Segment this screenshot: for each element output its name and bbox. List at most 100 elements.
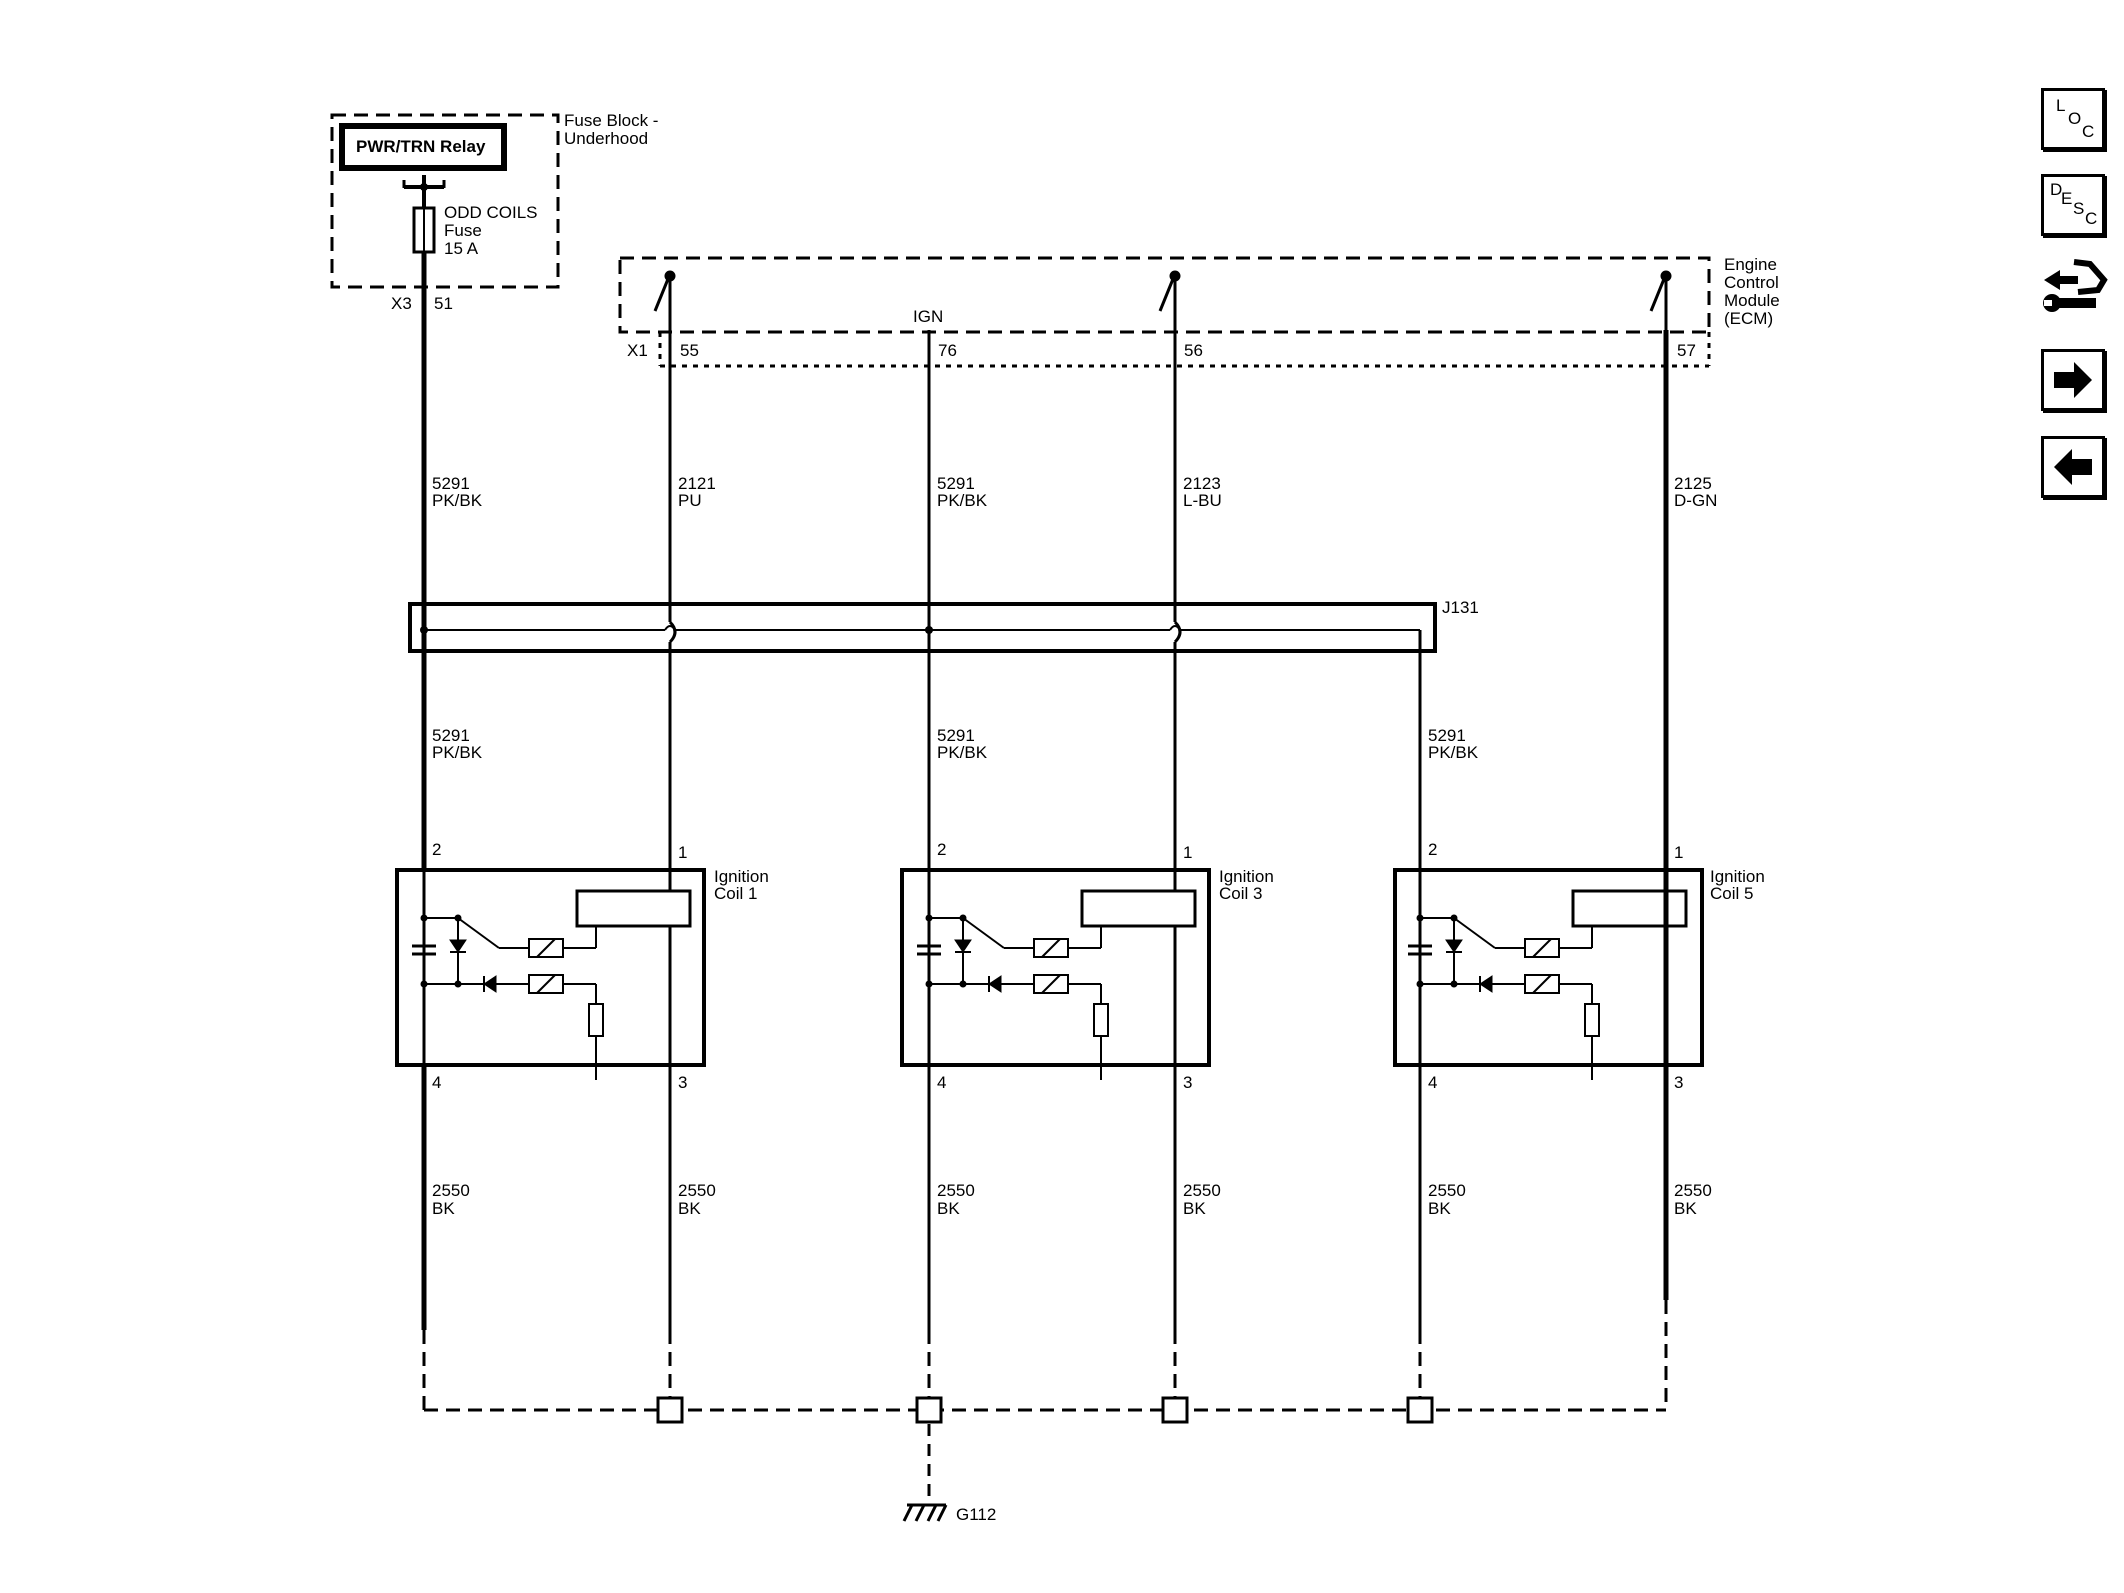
coil-pin: 3 bbox=[1674, 1073, 1683, 1092]
wire-color: L-BU bbox=[1183, 491, 1222, 510]
ecm-pin-57: 57 bbox=[1677, 341, 1696, 360]
wire-color: BK bbox=[937, 1199, 960, 1218]
coil-pin: 4 bbox=[1428, 1073, 1437, 1092]
coil-pin: 3 bbox=[678, 1073, 687, 1092]
wire-circuit: 2123 bbox=[1183, 474, 1221, 493]
arrow-left-icon bbox=[2054, 449, 2092, 485]
coil-pin: 1 bbox=[678, 843, 687, 862]
coil-pin: 1 bbox=[1183, 843, 1192, 862]
ecm-pin-76: 76 bbox=[938, 341, 957, 360]
coil-pin: 2 bbox=[1428, 840, 1437, 859]
ecm-title-2: Control bbox=[1724, 273, 1779, 292]
fuse-block-outline bbox=[330, 113, 560, 289]
wire-circuit: 5291 bbox=[432, 726, 470, 745]
desc-letter-d: D bbox=[2050, 180, 2063, 199]
fuse-name: ODD COILS bbox=[444, 203, 538, 222]
wire-color: BK bbox=[432, 1199, 455, 1218]
coil-name-2: Coil 1 bbox=[714, 884, 757, 903]
wire-color: D-GN bbox=[1674, 491, 1717, 510]
ecm-pin-55: 55 bbox=[680, 341, 699, 360]
arrow-right-icon bbox=[2054, 362, 2092, 398]
fuse-pin: 51 bbox=[434, 294, 453, 313]
ecm-pin-56: 56 bbox=[1184, 341, 1203, 360]
pwr-trn-relay-box bbox=[339, 123, 507, 171]
wire-color: PK/BK bbox=[937, 491, 988, 510]
coil-name: Ignition bbox=[714, 867, 769, 886]
coil-name: Ignition bbox=[1710, 867, 1765, 886]
loc-letter-o: O bbox=[2068, 109, 2082, 128]
connector-wrench-button[interactable] bbox=[2038, 254, 2108, 326]
wire-circuit: 2125 bbox=[1674, 474, 1712, 493]
ign-label: IGN bbox=[913, 307, 943, 326]
ground-terminal bbox=[1406, 1396, 1434, 1424]
next-button[interactable] bbox=[2041, 349, 2105, 411]
coil-labels: Ignition Coil 1 2 1 4 3 Ignition Coil 3 … bbox=[432, 840, 1765, 1092]
wire-circuit: 2121 bbox=[678, 474, 716, 493]
ground-terminal bbox=[915, 1396, 943, 1424]
ignition-coil-5 bbox=[1393, 868, 1704, 1080]
wire-circuit: 2550 bbox=[432, 1181, 470, 1200]
fuse-connector-id: X3 bbox=[391, 294, 412, 313]
description-button[interactable]: D E S C bbox=[2041, 174, 2105, 236]
splice-box bbox=[408, 602, 1437, 653]
wire-circuit: 2550 bbox=[1183, 1181, 1221, 1200]
wire-color: PU bbox=[678, 491, 702, 510]
wire-circuit: 5291 bbox=[937, 726, 975, 745]
ecm-title-3: Module bbox=[1724, 291, 1780, 310]
ground-terminal bbox=[1161, 1396, 1189, 1424]
ecm-block: Engine Control Module (ECM) IGN X1 55 76… bbox=[618, 255, 1780, 368]
wire-color: BK bbox=[1428, 1199, 1451, 1218]
ecm-title: Engine bbox=[1724, 255, 1777, 274]
desc-letter-e: E bbox=[2061, 189, 2073, 208]
wire-circuit: 5291 bbox=[1428, 726, 1466, 745]
wire-labels-middle: 5291 PK/BK 5291 PK/BK 5291 PK/BK bbox=[432, 726, 1479, 762]
wire-labels-lower: 2550 BK 2550 BK 2550 BK 2550 BK 2550 BK … bbox=[432, 1181, 1712, 1218]
ecm-driver-switch bbox=[1649, 270, 1672, 330]
desc-letter-s: S bbox=[2073, 199, 2085, 218]
fuse-block-title: Fuse Block - bbox=[564, 111, 658, 130]
ignition-coil-3 bbox=[900, 868, 1211, 1080]
coil-pin: 2 bbox=[937, 840, 946, 859]
coil-pin: 4 bbox=[432, 1073, 441, 1092]
connector-wrench-icon bbox=[2043, 259, 2108, 312]
ecm-title-4: (ECM) bbox=[1724, 309, 1773, 328]
ecm-outline bbox=[618, 256, 1711, 334]
splice-label: J131 bbox=[1442, 598, 1479, 617]
ecm-driver-switch bbox=[653, 270, 676, 330]
wire-color: BK bbox=[1183, 1199, 1206, 1218]
wire-circuit: 2550 bbox=[1428, 1181, 1466, 1200]
coil-name: Ignition bbox=[1219, 867, 1274, 886]
pwr-trn-relay-label: PWR/TRN Relay bbox=[356, 137, 486, 156]
fuse-type: Fuse bbox=[444, 221, 482, 240]
ground-symbol bbox=[902, 1503, 948, 1522]
ecm-connector-id: X1 bbox=[627, 341, 648, 360]
wire-color: BK bbox=[1674, 1199, 1697, 1218]
ground-label: G112 bbox=[956, 1505, 996, 1524]
wire-segments bbox=[421, 252, 1669, 1300]
wire-color: PK/BK bbox=[937, 743, 988, 762]
wire-circuit: 5291 bbox=[937, 474, 975, 493]
location-button[interactable]: L O C bbox=[2041, 88, 2105, 150]
desc-letter-c: C bbox=[2085, 209, 2098, 228]
fuse-rating: 15 A bbox=[444, 239, 479, 258]
coil-pin: 3 bbox=[1183, 1073, 1192, 1092]
wire-circuit: 5291 bbox=[432, 474, 470, 493]
wire-color: PK/BK bbox=[432, 743, 483, 762]
loc-letter-l: L bbox=[2056, 96, 2066, 115]
wire-circuit: 2550 bbox=[1674, 1181, 1712, 1200]
splice-j131: J131 bbox=[408, 598, 1479, 870]
wire-circuit: 2550 bbox=[937, 1181, 975, 1200]
wire-labels-upper: 5291 PK/BK 2121 PU 5291 PK/BK 2123 L-BU … bbox=[432, 474, 1717, 510]
back-button[interactable] bbox=[2041, 436, 2105, 498]
wire-color: PK/BK bbox=[1428, 743, 1479, 762]
wire-color: BK bbox=[678, 1199, 701, 1218]
ecm-driver-switch bbox=[1158, 270, 1181, 330]
ground-terminal bbox=[656, 1396, 684, 1424]
ignition-coil-1 bbox=[395, 868, 706, 1080]
coil-name-2: Coil 5 bbox=[1710, 884, 1753, 903]
ground-terminals bbox=[656, 1396, 1434, 1424]
wire-color: PK/BK bbox=[432, 491, 483, 510]
loc-letter-c: C bbox=[2082, 122, 2095, 141]
coil-name-2: Coil 3 bbox=[1219, 884, 1262, 903]
